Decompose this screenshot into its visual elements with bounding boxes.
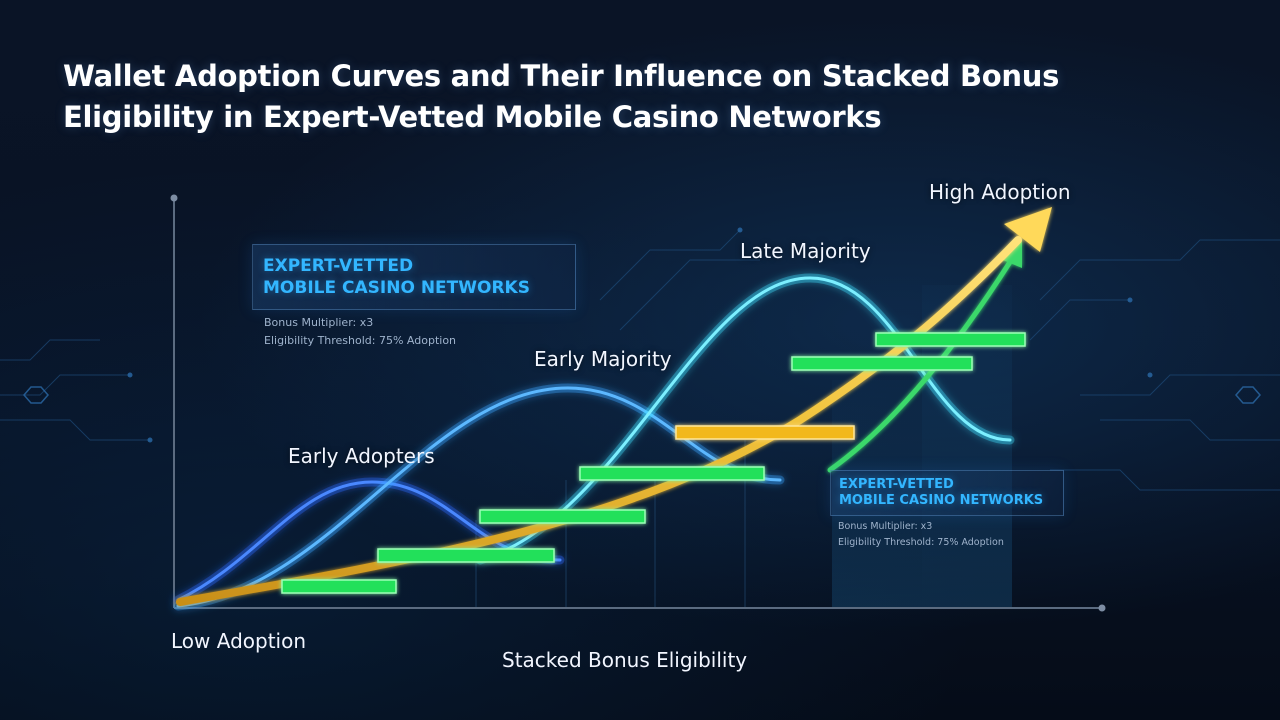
circuit-trace	[0, 339, 100, 361]
circuit-trace	[1080, 374, 1280, 396]
circuit-node	[737, 227, 743, 233]
axes	[170, 194, 1106, 612]
stage-label-early-majority: Early Majority	[534, 347, 672, 371]
bonus-multiplier-text: Bonus Multiplier: x3	[264, 316, 374, 329]
circuit-trace	[619, 259, 760, 331]
info-box-heading: EXPERT-VETTED MOBILE CASINO NETWORKS	[839, 477, 1043, 509]
circuit-trace	[1039, 239, 1280, 301]
late-majority-curve	[478, 276, 1012, 562]
x-axis-label: Stacked Bonus Eligibility	[502, 648, 748, 672]
bonus-bars	[281, 332, 1026, 594]
bonus-bar	[875, 332, 1026, 347]
gold-arrow-shaft	[176, 236, 1022, 606]
circuit-trace	[599, 229, 741, 301]
stage-label-early-adopters: Early Adopters	[288, 444, 435, 468]
early-majority-curve	[176, 386, 782, 608]
hexagon-icon	[23, 386, 49, 404]
circuit-node	[127, 372, 133, 378]
info-box-heading-line-1: EXPERT-VETTED	[263, 256, 414, 276]
info-box-heading: EXPERT-VETTED MOBILE CASINO NETWORKS	[263, 255, 530, 299]
hexagon-icon	[1235, 386, 1261, 404]
title-line-1: Wallet Adoption Curves and Their Influen…	[63, 59, 1060, 93]
expert-vetted-info-box: EXPERT-VETTED MOBILE CASINO NETWORKS	[252, 244, 576, 310]
bonus-bar-highlight	[675, 425, 855, 440]
title-line-2: Eligibility in Expert-Vetted Mobile Casi…	[63, 100, 882, 134]
circuit-trace	[1029, 299, 1130, 341]
axis-dot-icon	[1098, 604, 1106, 612]
arrow-up-right-icon	[1004, 207, 1052, 252]
eligibility-threshold-text: Eligibility Threshold: 75% Adoption	[838, 537, 1004, 548]
bonus-bar	[579, 466, 765, 481]
bonus-bar	[791, 356, 973, 371]
circuit-node	[147, 437, 153, 443]
circuit-nodes	[127, 227, 1153, 443]
info-box-details-secondary: Bonus Multiplier: x3 Eligibility Thresho…	[838, 519, 1004, 551]
circuit-traces	[0, 229, 1280, 491]
bonus-bar	[377, 548, 555, 563]
stage-label-late-majority: Late Majority	[740, 239, 871, 263]
expert-vetted-info-box-secondary: EXPERT-VETTED MOBILE CASINO NETWORKS	[830, 470, 1064, 516]
bonus-bar	[281, 579, 397, 594]
stage-label-high-adoption: High Adoption	[929, 180, 1071, 204]
bonus-multiplier-text: Bonus Multiplier: x3	[838, 521, 933, 532]
green-arrow-shaft	[827, 259, 1013, 473]
page-title: Wallet Adoption Curves and Their Influen…	[63, 56, 1183, 138]
circuit-node	[1147, 372, 1153, 378]
circuit-trace	[1100, 419, 1280, 441]
eligibility-threshold-text: Eligibility Threshold: 75% Adoption	[264, 334, 457, 347]
adoption-curves	[173, 273, 1015, 611]
bonus-bar	[479, 509, 646, 524]
axis-origin-label: Low Adoption	[171, 629, 307, 653]
info-box-details: Bonus Multiplier: x3 Eligibility Thresho…	[264, 314, 456, 350]
gold-adoption-arrow	[176, 207, 1052, 606]
circuit-trace	[1050, 469, 1280, 491]
column-band	[832, 380, 922, 608]
early-majority-curve-glow	[173, 383, 785, 611]
circuit-trace	[0, 374, 130, 396]
info-box-heading-line-2: MOBILE CASINO NETWORKS	[263, 278, 530, 298]
hexagon-icons	[23, 386, 1261, 404]
circuit-node	[1127, 297, 1133, 303]
axis-dot-icon	[170, 194, 178, 202]
info-box-heading-line-2: MOBILE CASINO NETWORKS	[839, 493, 1044, 508]
circuit-trace	[0, 419, 150, 441]
info-box-heading-line-1: EXPERT-VETTED	[839, 477, 954, 492]
